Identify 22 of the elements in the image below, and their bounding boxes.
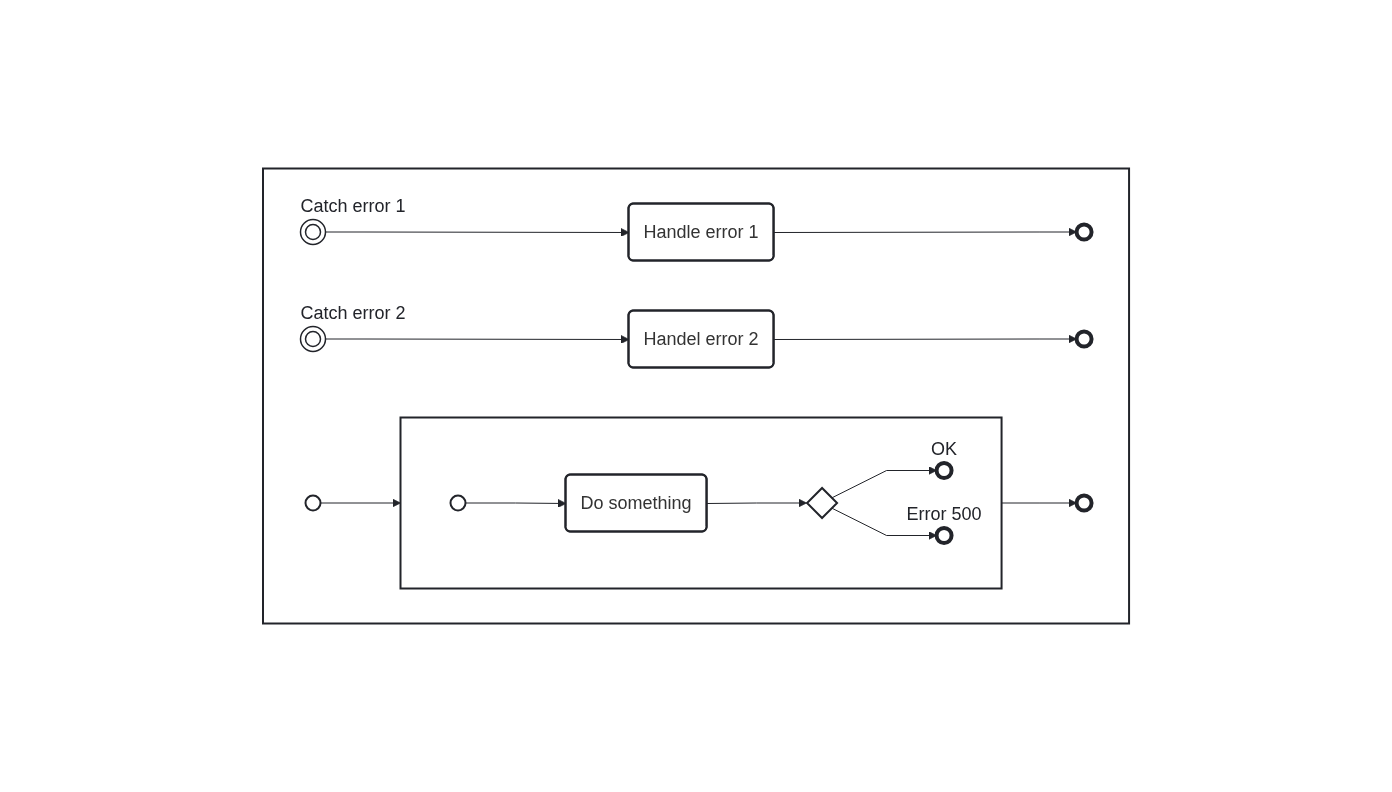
node-circle (1074, 329, 1094, 349)
event-label: Catch error 1 (300, 195, 406, 216)
cluster (261, 167, 1131, 625)
event-label: Error 500 (906, 504, 982, 524)
event-label: Catch error 2 (300, 302, 406, 323)
arrow (831, 466, 937, 499)
node-circle (304, 494, 322, 512)
event-label: OK (931, 439, 958, 459)
node-circle (934, 461, 954, 480)
arrow (831, 507, 937, 540)
node-circle (449, 494, 467, 512)
node-circle (934, 526, 954, 545)
node-circle (299, 325, 327, 353)
arrow (773, 227, 1077, 237)
node-circle (1074, 222, 1094, 242)
node-circle (1074, 493, 1094, 513)
node-diamond (805, 486, 839, 520)
cluster (399, 416, 1003, 590)
node-circle (299, 218, 327, 246)
arrow (319, 498, 401, 508)
arrow (773, 334, 1077, 344)
arrow (1001, 498, 1077, 508)
